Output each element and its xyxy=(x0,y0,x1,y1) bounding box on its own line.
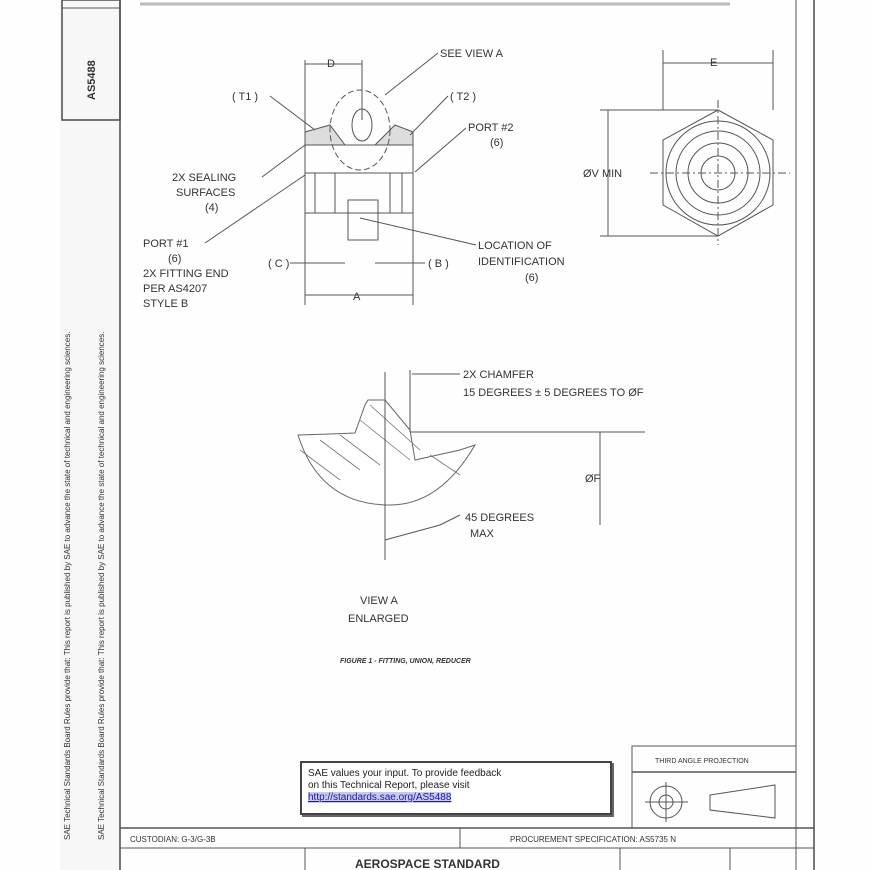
procurement-spec: PROCUREMENT SPECIFICATION: AS5735 N xyxy=(510,835,676,844)
svg-text:MAX: MAX xyxy=(470,528,495,540)
title-block xyxy=(120,745,814,870)
custodian: CUSTODIAN: G-3/G-3B xyxy=(130,835,216,844)
label-location: LOCATION OF xyxy=(478,240,552,252)
fitting-end-view xyxy=(600,50,790,245)
svg-text:ENLARGED: ENLARGED xyxy=(348,613,409,625)
dim-f: ØF xyxy=(585,473,601,485)
label-chamfer: 2X CHAMFER xyxy=(463,369,534,381)
svg-text:SURFACES: SURFACES xyxy=(176,187,235,199)
feedback-link[interactable]: http://standards.sae.org/AS5488 xyxy=(308,792,452,803)
feedback-line-2: on this Technical Report, please visit xyxy=(308,780,470,791)
svg-text:(6): (6) xyxy=(168,253,181,265)
dim-v-min: ØV MIN xyxy=(583,168,622,180)
label-t2: ( T2 ) xyxy=(450,91,476,103)
label-sealing: 2X SEALING xyxy=(172,172,236,184)
label-see-view-a: SEE VIEW A xyxy=(440,48,504,60)
svg-text:(6): (6) xyxy=(490,137,503,149)
svg-text:(6): (6) xyxy=(525,272,538,284)
label-45-degrees: 45 DEGREES xyxy=(465,512,534,524)
margin-notice-2: SAE Technical Standards Board Rules prov… xyxy=(97,332,106,840)
margin-notice: SAE Technical Standards Board Rules prov… xyxy=(63,332,72,840)
svg-text:PER AS4207: PER AS4207 xyxy=(143,283,207,295)
dim-c: ( C ) xyxy=(268,258,289,270)
label-t1: ( T1 ) xyxy=(232,91,258,103)
dim-e: E xyxy=(710,57,717,69)
svg-text:STYLE B: STYLE B xyxy=(143,298,188,310)
label-port2: PORT #2 xyxy=(468,122,513,134)
dim-d: D xyxy=(327,58,335,70)
label-chamfer-angle: 15 DEGREES ± 5 DEGREES TO ØF xyxy=(463,387,644,399)
svg-text:IDENTIFICATION: IDENTIFICATION xyxy=(478,256,565,268)
doc-number-label: AS5488 xyxy=(86,60,98,100)
figure-caption: FIGURE 1 - FITTING, UNION, REDUCER xyxy=(340,658,471,665)
fitting-side-view xyxy=(290,60,425,305)
projection-label: THIRD ANGLE PROJECTION xyxy=(655,758,749,765)
dim-b: ( B ) xyxy=(428,258,449,270)
feedback-box: SAE values your input. To provide feedba… xyxy=(300,761,612,815)
view-a-title: VIEW A xyxy=(360,595,399,607)
view-a-detail xyxy=(297,370,645,560)
svg-text:(4): (4) xyxy=(205,202,218,214)
svg-text:2X FITTING END: 2X FITTING END xyxy=(143,268,229,280)
aerospace-standard-title: AEROSPACE STANDARD xyxy=(355,857,500,870)
left-margin xyxy=(60,0,120,870)
dim-a: A xyxy=(353,291,361,303)
label-port1: PORT #1 xyxy=(143,238,188,250)
feedback-line-1: SAE values your input. To provide feedba… xyxy=(308,768,502,779)
